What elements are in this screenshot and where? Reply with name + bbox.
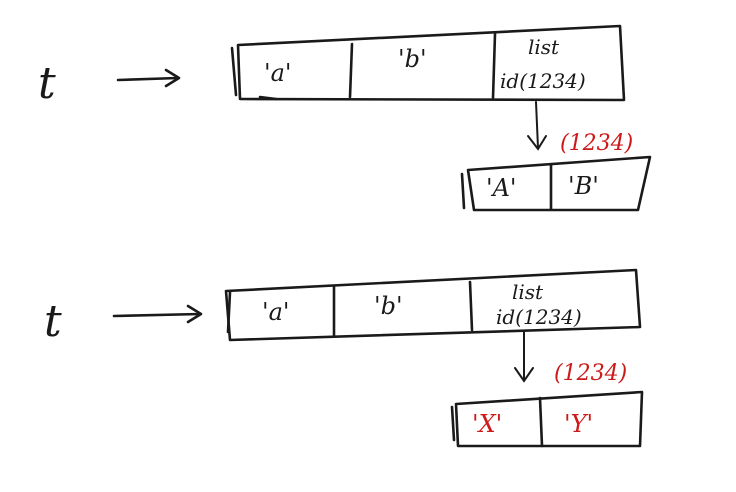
tuple-cell-top-1: 'b'	[398, 45, 427, 73]
list-id-label-bottom: id(1234)	[496, 305, 582, 329]
list-box-top	[460, 155, 652, 212]
tuple-box-bottom	[224, 268, 642, 342]
list-cell-bottom-0: 'X'	[472, 410, 502, 438]
tuple-box-top	[230, 24, 626, 102]
tuple-cell-bottom-0: 'a'	[262, 298, 290, 326]
reference-arrow-top	[116, 68, 181, 88]
pointer-arrow-top	[527, 101, 547, 151]
list-type-label-bottom: list	[512, 280, 544, 304]
list-cell-top-0: 'A'	[486, 174, 517, 202]
variable-label-top: t	[38, 58, 56, 109]
reference-arrow-bottom	[112, 304, 203, 324]
diagram-top: t 'a' 'b' list id(1234) (1234) 'A' 'B'	[38, 24, 652, 212]
tuple-cell-bottom-1: 'b'	[374, 292, 403, 320]
list-id-bottom: (1234)	[554, 361, 627, 386]
list-id-top: (1234)	[560, 131, 633, 156]
list-id-label-top: id(1234)	[500, 69, 586, 93]
pointer-arrow-bottom	[514, 331, 534, 383]
list-box-bottom	[450, 390, 644, 448]
list-type-label-top: list	[528, 35, 560, 59]
list-cell-top-1: 'B'	[568, 172, 599, 200]
diagram-bottom: t 'a' 'b' list id(1234) (1234) 'X' 'Y'	[44, 268, 644, 448]
list-cell-bottom-1: 'Y'	[564, 410, 593, 438]
tuple-cell-top-0: 'a'	[264, 59, 292, 87]
variable-label-bottom: t	[44, 296, 62, 347]
